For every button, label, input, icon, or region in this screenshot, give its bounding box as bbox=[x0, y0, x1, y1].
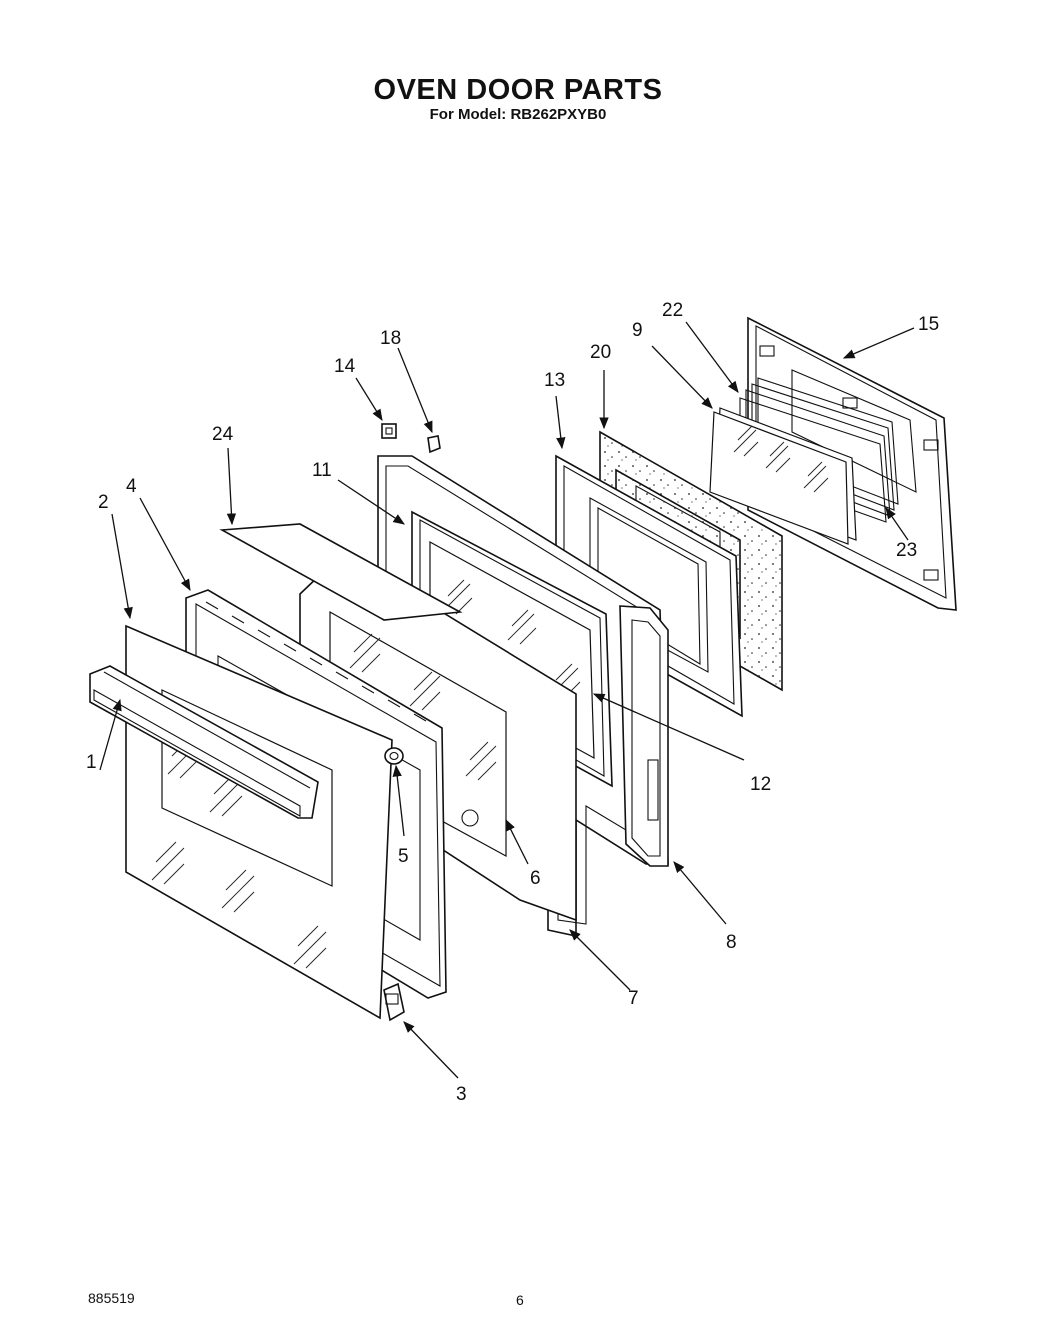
callout-15: 15 bbox=[918, 314, 939, 335]
callout-1: 1 bbox=[86, 752, 97, 773]
callout-8: 8 bbox=[726, 932, 737, 953]
callout-14: 14 bbox=[334, 356, 356, 377]
callout-13: 13 bbox=[544, 370, 565, 391]
callout-4: 4 bbox=[126, 476, 137, 497]
small-hardware bbox=[381, 423, 441, 454]
callout-24: 24 bbox=[212, 424, 234, 445]
window-glass-pack bbox=[709, 407, 857, 545]
callout-labels: 1 2 3 4 5 6 7 8 9 11 12 13 14 15 18 20 2… bbox=[86, 300, 939, 1105]
callout-2: 2 bbox=[98, 492, 109, 513]
callout-22: 22 bbox=[662, 300, 683, 321]
callout-20: 20 bbox=[590, 342, 611, 363]
model-subtitle: For Model: RB262PXYB0 bbox=[429, 106, 607, 123]
callout-23: 23 bbox=[896, 540, 917, 561]
callout-9: 9 bbox=[632, 320, 643, 341]
hinge-clip bbox=[383, 982, 405, 1022]
callout-7: 7 bbox=[628, 988, 639, 1009]
callout-6: 6 bbox=[530, 868, 541, 889]
callout-11: 11 bbox=[312, 460, 332, 481]
callout-5: 5 bbox=[398, 846, 409, 867]
door-bumper bbox=[384, 747, 404, 765]
insulation-sheet bbox=[219, 523, 463, 621]
callout-leaders bbox=[99, 321, 915, 1079]
document-code: 885519 bbox=[88, 1290, 135, 1306]
page-title: OVEN DOOR PARTS bbox=[373, 74, 663, 106]
callout-18: 18 bbox=[380, 328, 401, 349]
page-number: 6 bbox=[516, 1292, 524, 1308]
callout-12: 12 bbox=[750, 774, 771, 795]
door-handle bbox=[89, 665, 319, 819]
callout-3: 3 bbox=[456, 1084, 467, 1105]
